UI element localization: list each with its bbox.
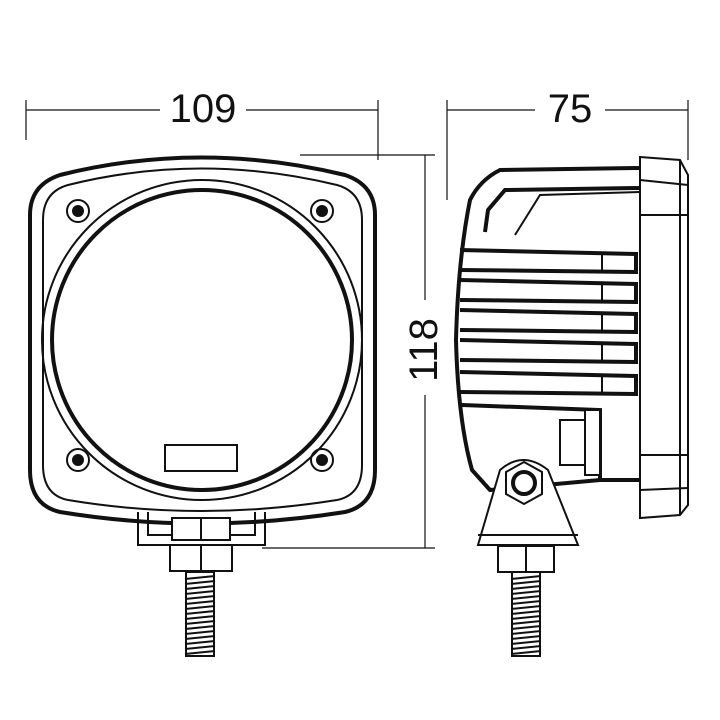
- side-view: [453, 155, 689, 657]
- cooling-fins: [459, 248, 638, 480]
- front-lens: [50, 188, 354, 492]
- hex-nut-icon: [505, 460, 543, 506]
- mounting-screw-icon: [66, 199, 334, 472]
- front-view: [28, 155, 377, 657]
- threaded-stud: [184, 571, 216, 657]
- threaded-stud: [510, 571, 542, 657]
- label-plate: [164, 444, 238, 472]
- dimension-height-label: 118: [402, 318, 446, 382]
- dimension-width: 109: [25, 87, 379, 160]
- cooling-fin: [459, 338, 638, 365]
- dimension-width-label: 109: [170, 87, 237, 131]
- dimension-depth-label: 75: [548, 87, 593, 131]
- cooling-fin: [459, 278, 638, 305]
- cooling-fin: [459, 370, 638, 397]
- dimension-depth: 75: [446, 87, 689, 200]
- cooling-fin: [459, 308, 638, 335]
- dimension-height: 118: [262, 154, 446, 549]
- cooling-fin: [459, 248, 638, 275]
